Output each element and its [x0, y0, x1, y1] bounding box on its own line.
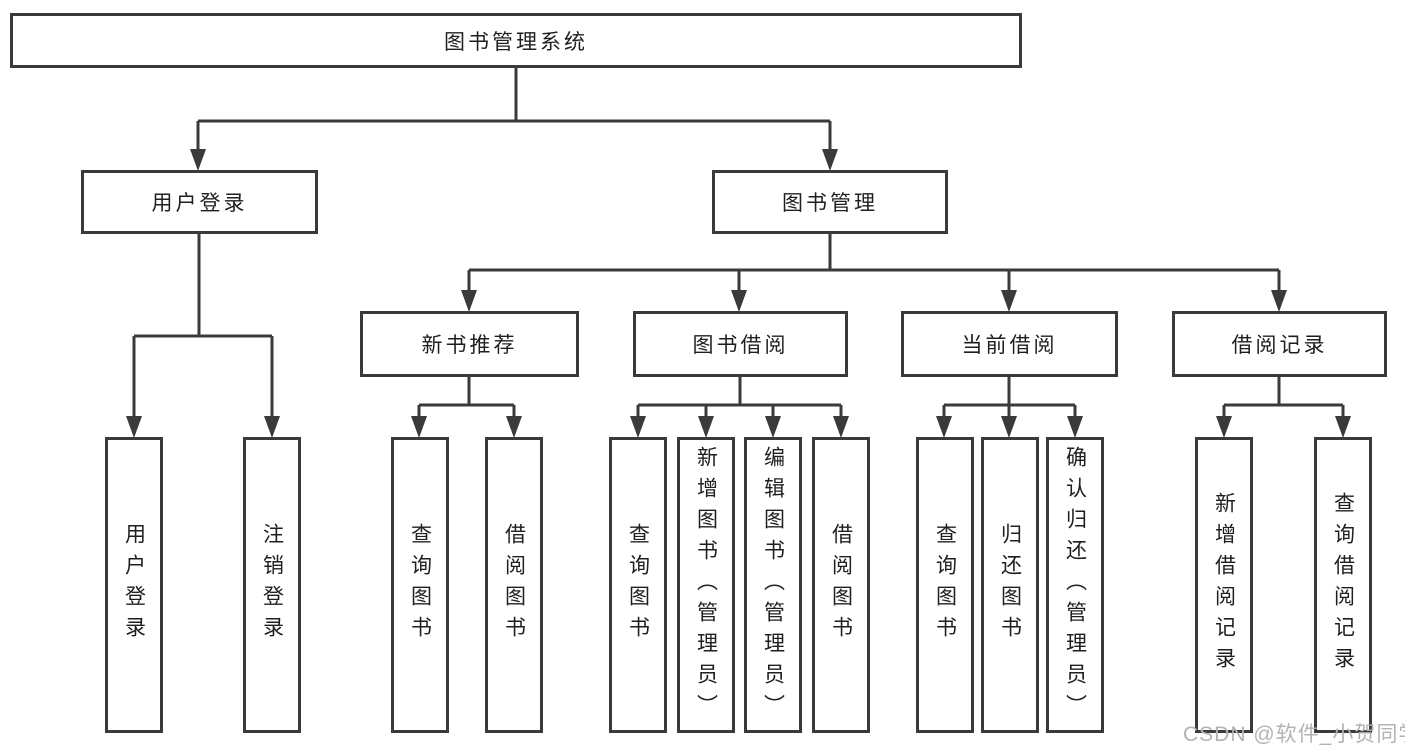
leaf-return-books: 归还图书 — [981, 437, 1039, 733]
arrowheads — [126, 149, 1351, 438]
leaf-add-books-admin: 新增图书（管理员） — [677, 437, 735, 733]
leaf-query-books-current: 查询图书 — [916, 437, 974, 733]
leaf-borrow-books-borrowing: 借阅图书 — [812, 437, 870, 733]
leaf-query-borrow-record: 查询借阅记录 — [1314, 437, 1372, 733]
leaf-query-books-borrowing: 查询图书 — [609, 437, 667, 733]
node-new-book-recommend: 新书推荐 — [360, 311, 579, 377]
node-user-login: 用户登录 — [81, 170, 318, 234]
leaf-borrow-books-recommend: 借阅图书 — [485, 437, 543, 733]
node-book-borrowing: 图书借阅 — [633, 311, 848, 377]
csdn-watermark: CSDN @软件_小贺同学 — [1183, 723, 1405, 746]
leaf-user-login: 用户登录 — [105, 437, 163, 733]
leaf-confirm-return-admin: 确认归还（管理员） — [1046, 437, 1104, 733]
node-current-borrowing: 当前借阅 — [901, 311, 1118, 377]
leaf-logout: 注销登录 — [243, 437, 301, 733]
leaf-add-borrow-record: 新增借阅记录 — [1195, 437, 1253, 733]
leaf-query-books-recommend: 查询图书 — [391, 437, 449, 733]
node-book-management: 图书管理 — [712, 170, 948, 234]
node-borrowing-records: 借阅记录 — [1172, 311, 1387, 377]
leaf-edit-books-admin: 编辑图书（管理员） — [744, 437, 802, 733]
tree-edges — [132, 68, 1345, 417]
node-root-system: 图书管理系统 — [10, 13, 1022, 68]
